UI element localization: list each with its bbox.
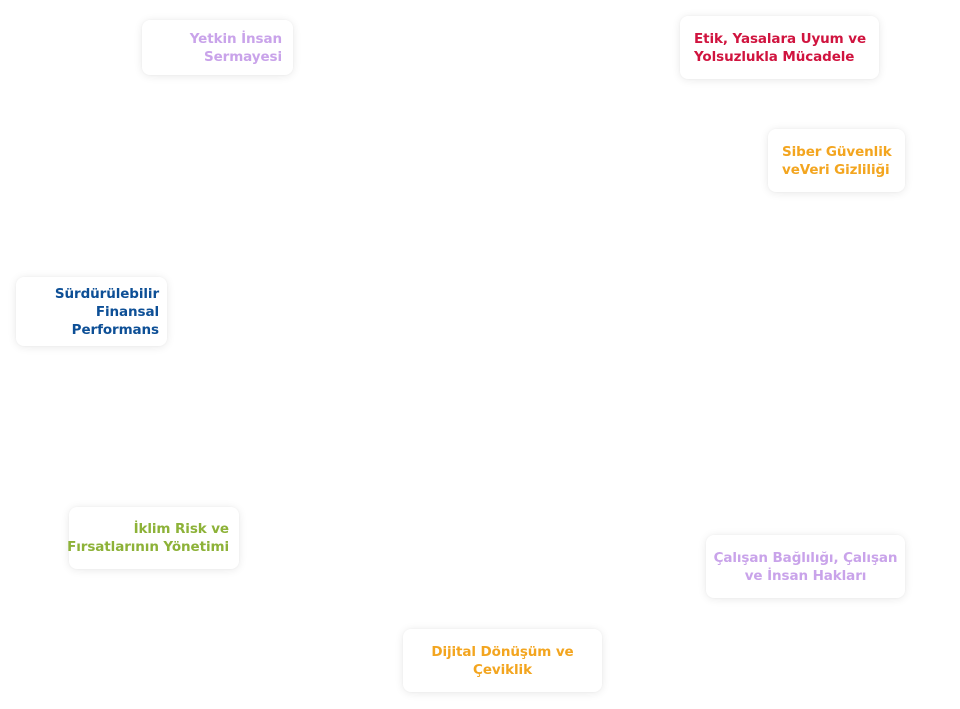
topic-card-yetkin-insan-sermayesi: Yetkin İnsan Sermayesi [142, 20, 293, 75]
topic-card-label-line: Siber Güvenlik [782, 143, 892, 160]
topic-card-label-line: Yolsuzlukla Mücadele [694, 48, 855, 65]
topic-card-label-line: veVeri Gizliliği [782, 161, 890, 178]
topic-card-label-line: Performans [71, 321, 159, 338]
topic-card-etik-uyum: Etik, Yasalara Uyum ve Yolsuzlukla Mücad… [680, 16, 879, 79]
topic-card-calisan-bagliligi: Çalışan Bağlılığı, Çalışan ve İnsan Hakl… [706, 535, 905, 598]
topic-card-label-line: Çeviklik [473, 661, 532, 678]
topic-card-surdurulebilir-finansal-performans: Sürdürülebilir Finansal Performans [16, 277, 167, 346]
topic-card-label-line: Dijital Dönüşüm ve [431, 643, 574, 660]
topic-card-label-line: Yetkin İnsan [189, 30, 282, 47]
topic-card-label-line: Sermayesi [203, 48, 282, 65]
topic-card-dijital-donusum: Dijital Dönüşüm ve Çeviklik [403, 629, 602, 692]
topic-card-siber-guvenlik: Siber Güvenlik veVeri Gizliliği [768, 129, 905, 192]
topic-card-label-line: ve İnsan Hakları [744, 567, 867, 584]
topic-card-iklim-risk: İklim Risk ve Fırsatlarının Yönetimi [67, 507, 239, 569]
topic-card-label-line: Etik, Yasalara Uyum ve [694, 30, 867, 47]
topic-card-label-line: Çalışan Bağlılığı, Çalışan [713, 549, 898, 566]
topic-card-label-line: Sürdürülebilir [54, 285, 159, 302]
topic-card-label-line: Finansal [95, 303, 159, 320]
topic-card-label-line: İklim Risk ve [133, 521, 230, 537]
topic-card-label-line: Fırsatlarının Yönetimi [67, 539, 229, 555]
